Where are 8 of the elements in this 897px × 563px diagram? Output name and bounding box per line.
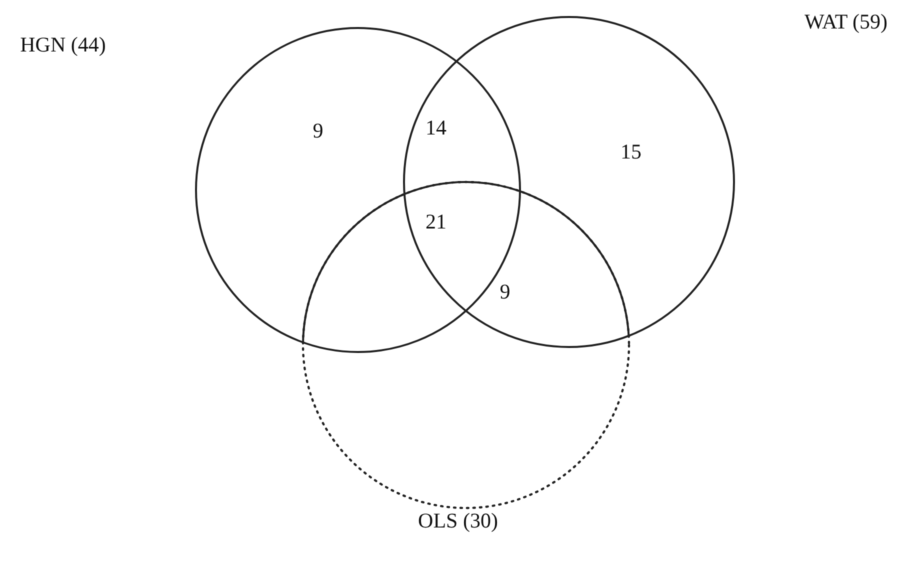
region-count: 9 [312,118,324,144]
region-count: 15 [620,140,642,164]
set-label: WAT (59) [804,10,888,34]
region-count: 21 [426,210,446,234]
set-label: HGN (44) [20,32,106,58]
region-count: 9 [500,280,510,304]
region-count: 14 [426,116,446,140]
set-label: OLS (30) [418,508,498,534]
